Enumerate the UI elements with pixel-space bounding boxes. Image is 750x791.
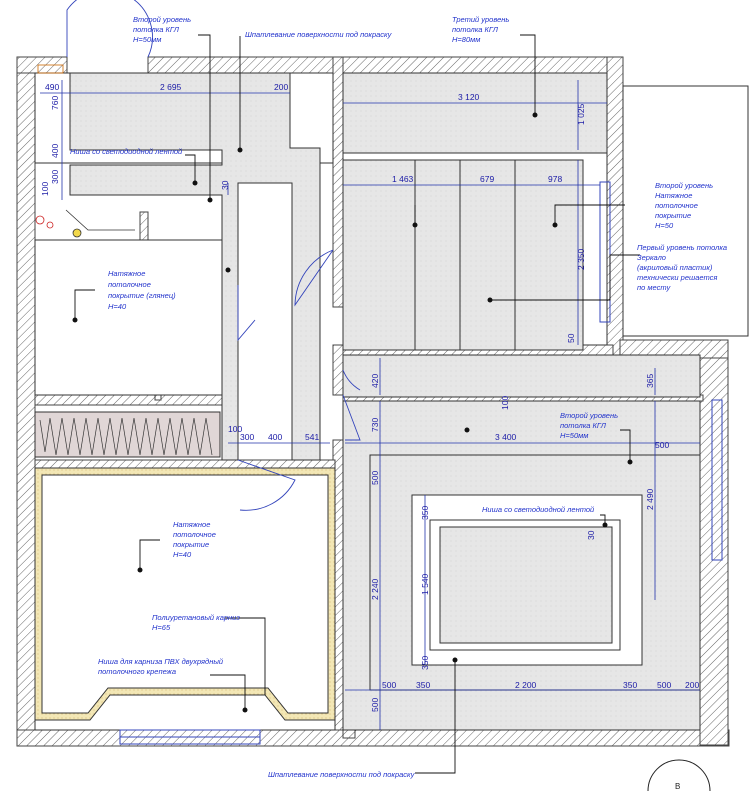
led-niche-right-note: Ниша со светодиодной лентой [482,505,595,514]
dim-350d: 350 [623,680,637,690]
dim-978: 978 [548,174,562,184]
dim-730: 730 [370,418,380,432]
dim-500e: 500 [370,698,380,712]
dim-1540: 1 540 [420,573,430,595]
ceiling-l2-stretch-note: Второй уровень Натяжное потолочное покры… [655,181,715,230]
dim-300b: 300 [240,432,254,442]
dim-500a: 500 [655,440,669,450]
dim-3400: 3 400 [495,432,517,442]
dim-541: 541 [305,432,319,442]
stretch-main-note: Натяжное потолочное покрытие H=40 [173,520,218,559]
dim-350b: 350 [420,656,430,670]
putty-top-note: Шпатлевание поверхности под покраску [245,30,393,39]
leader-dots [72,112,633,713]
dim-350a: 350 [420,506,430,520]
dim-50a: 50 [566,333,576,343]
dim-400a: 400 [50,144,60,158]
dim-1463: 1 463 [392,174,414,184]
leader-lines [74,34,640,774]
pvc-niche-note: Ниша для карниза ПВХ двухрядный потолочн… [98,657,225,676]
dim-100a: 100 [40,182,50,196]
dim-300a: 300 [50,170,60,184]
compass-label: B [675,782,680,791]
cornice-note: Полиуретановый карниз H=65 [152,613,242,632]
ceiling-l3-note: Третий уровень потолка КГЛ H=80мм [452,15,511,44]
bathroom-fixtures [35,64,135,238]
dim-2240: 2 240 [370,578,380,600]
putty-bottom-note: Шпатлевание поверхности под покраску [268,770,416,779]
dim-760: 760 [50,96,60,110]
dim-100c: 100 [228,424,242,434]
compass: B [647,759,711,791]
dim-2490: 2 490 [645,488,655,510]
dim-2695: 2 695 [160,82,182,92]
dim-100b: 100 [500,396,510,410]
dimension-labels: 490 2 695 200 760 400 300 100 30 3 120 1… [40,82,699,712]
dim-200b: 200 [685,680,699,690]
windows [119,85,749,745]
dimension-lines [40,80,700,730]
dim-30a: 30 [220,180,230,190]
dim-2350: 2 350 [576,248,586,270]
ceiling-panels [411,159,643,666]
dim-400b: 400 [268,432,282,442]
led-niche-left-note: Ниша со светодиодной лентой [70,147,183,156]
stretch-gloss-note: Натяжное потолочное покрытие (глянец) H=… [108,269,178,311]
dim-1025: 1 025 [576,103,586,125]
dim-500b: 500 [370,471,380,485]
dim-500d: 500 [657,680,671,690]
annotations: Второй уровень потолка КГЛ H=50мм Шпатле… [70,15,729,779]
ceiling-l2-top-note: Второй уровень потолка КГЛ H=50мм [133,15,193,44]
dim-200a: 200 [274,82,288,92]
dim-2200: 2 200 [515,680,537,690]
dim-500c: 500 [382,680,396,690]
wardrobe [34,411,221,458]
ceiling-l2-right-note: Второй уровень потолка КГЛ H=50мм [560,411,620,440]
dim-490: 490 [45,82,59,92]
dim-30b: 30 [586,530,596,540]
doors [66,0,361,511]
dim-350c: 350 [416,680,430,690]
dim-3120: 3 120 [458,92,480,102]
dim-365: 365 [645,374,655,388]
outer-walls [16,56,730,747]
ceiling-l1-mirror-note: Первый уровень потолка Зеркало (акриловы… [637,243,729,292]
dim-679: 679 [480,174,494,184]
dim-420: 420 [370,374,380,388]
